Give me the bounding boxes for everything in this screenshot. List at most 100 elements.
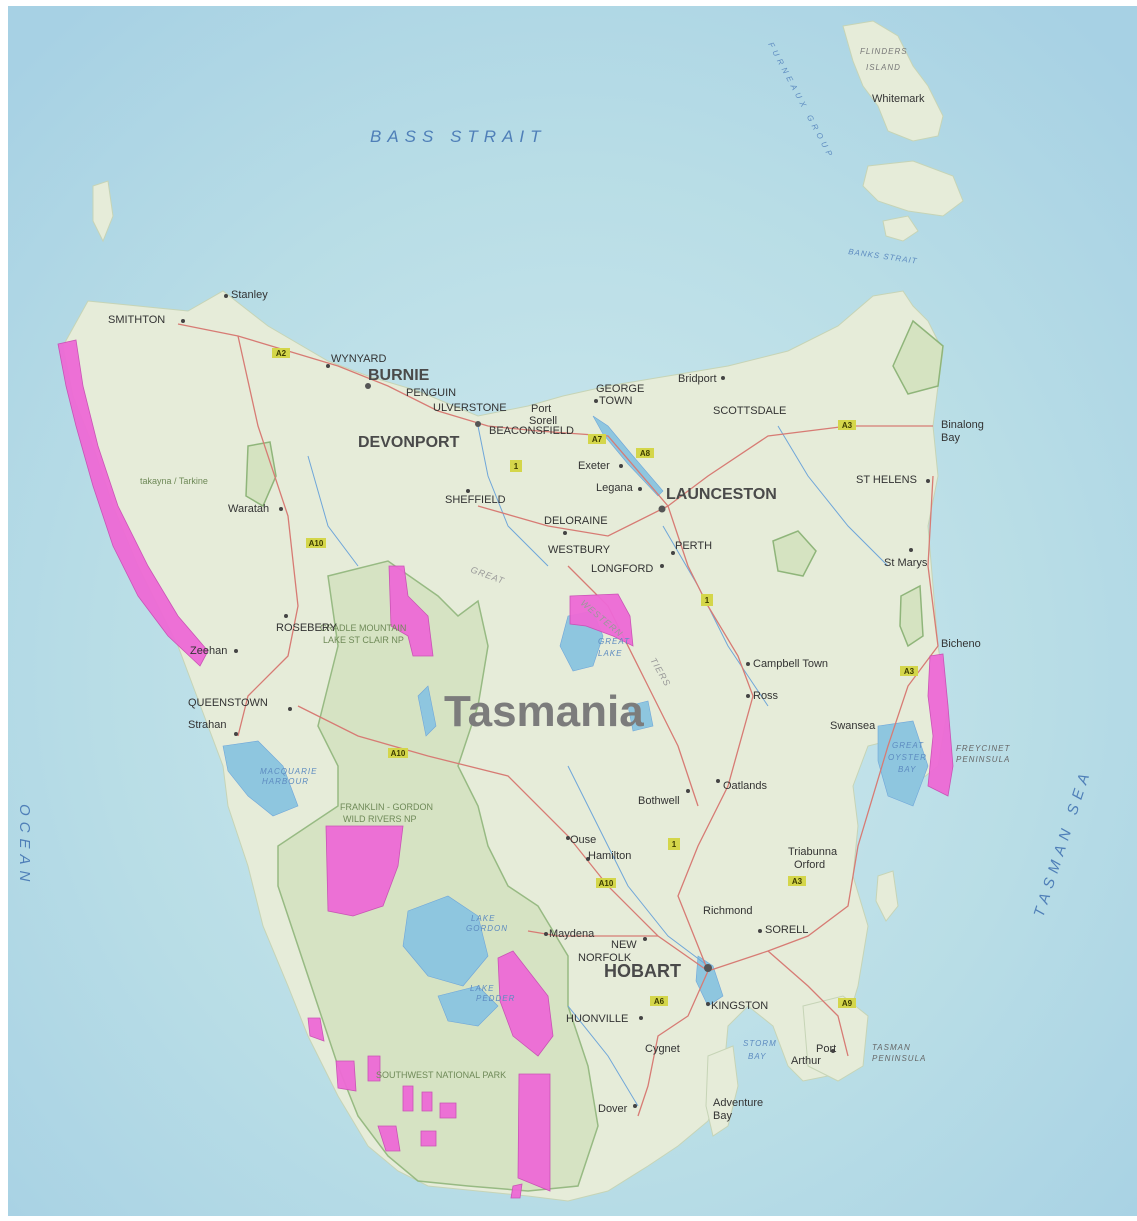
- cape-barren-island: [862, 160, 964, 217]
- town-deloraine: DELORAINE: [544, 515, 608, 527]
- protected-cradle: [388, 565, 434, 657]
- town-westbury: WESTBURY: [548, 544, 611, 556]
- town-triabunna-2: Orford: [794, 859, 825, 871]
- town-triabunna-1: Triabunna: [788, 846, 838, 858]
- road-lakes: [567, 565, 699, 807]
- protected-sw-7: [377, 1125, 401, 1152]
- shield-a9: A9: [838, 998, 856, 1008]
- town-sorell: SORELL: [765, 924, 808, 936]
- shield-a2: A2: [272, 348, 290, 358]
- town-new-norfolk-2: NORFOLK: [578, 952, 632, 964]
- river-2: [662, 525, 769, 707]
- label-freycinet-2: PENINSULA: [956, 755, 1010, 764]
- town-st-marys: St Marys: [884, 557, 928, 569]
- label-lake-gordon-2: GORDON: [466, 924, 508, 933]
- city-hobart: HOBART: [604, 961, 681, 981]
- river-4: [307, 455, 359, 567]
- town-penguin: PENGUIN: [406, 387, 456, 399]
- shield-a10-w: A10: [388, 748, 408, 758]
- town-ouse: Ouse: [570, 834, 596, 846]
- shield-1-north: 1: [510, 460, 522, 472]
- road-midland: [667, 505, 754, 972]
- town-swansea: Swansea: [830, 720, 876, 732]
- great-oyster-bay: [877, 720, 929, 807]
- label-oyster-2: OYSTER: [888, 753, 927, 762]
- svg-text:A10: A10: [391, 749, 406, 758]
- lake-gordon: [402, 895, 489, 987]
- protected-pedder: [497, 950, 554, 1057]
- label-franklin-2: WILD RIVERS NP: [343, 814, 417, 824]
- label-lake-pedder-1: LAKE: [470, 984, 494, 993]
- town-bicheno: Bicheno: [941, 638, 981, 650]
- label-oyster-3: BAY: [898, 765, 916, 774]
- svg-text:A2: A2: [276, 349, 287, 358]
- lake-pedder: [437, 985, 499, 1027]
- protected-sw-8: [420, 1130, 437, 1147]
- protected-sw-4: [402, 1085, 414, 1112]
- road-west: [237, 335, 299, 737]
- park-douglas: [899, 584, 924, 648]
- town-stanley: Stanley: [231, 289, 268, 301]
- city-devonport: DEVONPORT: [358, 434, 460, 451]
- lake-sorell: [627, 700, 654, 732]
- protected-areas: [57, 339, 954, 1199]
- protected-sw-6: [439, 1102, 457, 1119]
- town-smithton: SMITHTON: [108, 314, 165, 326]
- svg-text:A3: A3: [792, 877, 803, 886]
- shield-a3-ne: A3: [838, 420, 856, 430]
- town-bothwell: Bothwell: [638, 795, 680, 807]
- town-whitemark: Whitemark: [872, 93, 925, 105]
- svg-text:A3: A3: [842, 421, 853, 430]
- town-perth: PERTH: [675, 540, 712, 552]
- town-strahan: Strahan: [188, 719, 227, 731]
- label-storm-2: BAY: [748, 1052, 766, 1061]
- label-lake-pedder-2: PEDDER: [476, 994, 515, 1003]
- town-port-arthur-1: Port: [816, 1043, 836, 1055]
- label-flinders-2: ISLAND: [866, 63, 901, 72]
- protected-great-lake: [569, 593, 634, 647]
- town-port-sorell-2: Sorell: [529, 415, 557, 427]
- svg-text:1: 1: [514, 462, 519, 471]
- park-ben-lomond: [772, 530, 817, 577]
- city-burnie: BURNIE: [368, 367, 430, 384]
- town-adventure-bay-1: Adventure: [713, 1097, 763, 1109]
- town-beaconsfield: BEACONSFIELD: [489, 425, 574, 437]
- protected-franklin: [325, 825, 404, 917]
- label-oyster-1: GREAT: [892, 741, 924, 750]
- shield-a6: A6: [650, 996, 668, 1006]
- river-6: [567, 1005, 639, 1107]
- town-scottsdale: SCOTTSDALE: [713, 405, 786, 417]
- label-great-lake-2: LAKE: [598, 649, 622, 658]
- tasman-peninsula: [802, 995, 869, 1082]
- bruny-island: [705, 1045, 739, 1137]
- town-longford: LONGFORD: [591, 563, 653, 575]
- town-legana: Legana: [596, 482, 634, 494]
- protected-sw-1: [307, 1017, 325, 1042]
- town-port-sorell-1: Port: [531, 403, 551, 415]
- label-lake-st-clair: LAKE ST CLAIR NP: [323, 635, 404, 645]
- map-svg[interactable]: A2 A7 A8 1 A3 A10 1 A3 A10 1 A10 A3 A6 A…: [8, 6, 1137, 1216]
- town-rosebery: ROSEBERY: [276, 622, 338, 634]
- road-east: [707, 475, 939, 972]
- town-ross: Ross: [753, 690, 779, 702]
- town-dover: Dover: [598, 1103, 628, 1115]
- protected-west-coast: [57, 339, 209, 667]
- label-flinders-1: FLINDERS: [860, 47, 908, 56]
- highway-shields: A2 A7 A8 1 A3 A10 1 A3 A10 1 A10 A3 A6 A…: [272, 348, 918, 1008]
- town-richmond: Richmond: [703, 905, 753, 917]
- flinders-island: [842, 20, 944, 142]
- label-franklin-1: FRANKLIN - GORDON: [340, 802, 433, 812]
- map-viewport[interactable]: A2 A7 A8 1 A3 A10 1 A3 A10 1 A10 A3 A6 A…: [8, 6, 1137, 1216]
- shield-a10-s: A10: [596, 878, 616, 888]
- town-port-arthur-2: Arthur: [791, 1055, 821, 1067]
- label-takayna: takayna / Tarkine: [140, 476, 208, 486]
- city-launceston: LAUNCESTON: [666, 486, 777, 503]
- road-deloraine: [477, 505, 669, 537]
- svg-text:A7: A7: [592, 435, 603, 444]
- label-lake-gordon-1: LAKE: [471, 914, 495, 923]
- town-george-1: GEORGE: [596, 383, 644, 395]
- protected-sw-9: [510, 1183, 523, 1199]
- river-3: [567, 765, 709, 967]
- towns: Stanley SMITHTON WYNYARD PENGUIN ULVERST…: [108, 93, 984, 1122]
- protected-sw-2: [335, 1060, 357, 1092]
